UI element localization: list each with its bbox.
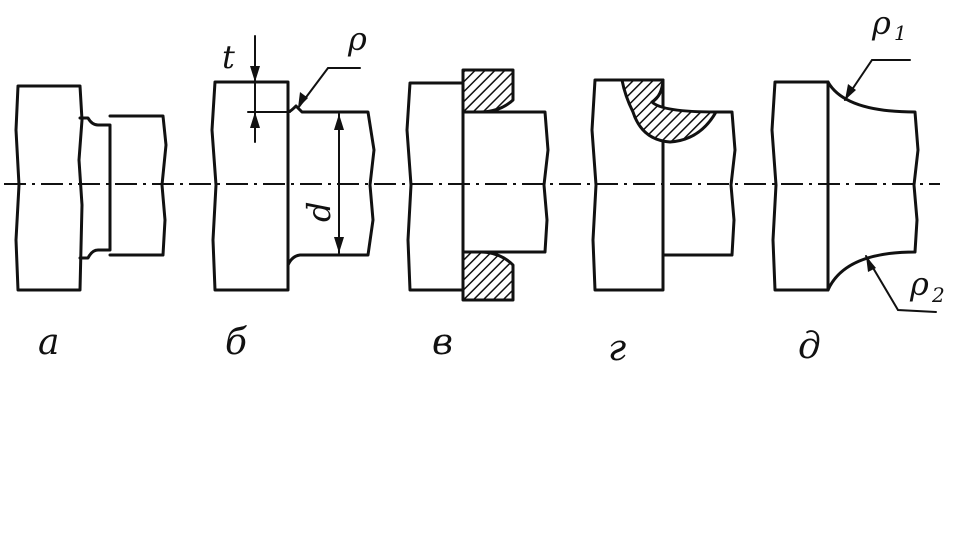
panel-d-rho2-subscript: 2 [931,283,945,307]
panel-b-d-arrow-top [334,114,344,130]
panel-a-groove [78,116,112,260]
panel-b-collar [210,80,290,292]
panel-b-t-arrow-down [250,66,260,82]
panel-d-fillet-shaft [826,80,920,292]
panel-a-shaft [108,114,168,257]
panel-d-rho1-label: ρ [871,4,891,42]
panel-b-caption: б [225,322,248,363]
panel-b-t-arrow-up [250,112,260,128]
panel-g-caption: г [608,328,626,369]
panel-d-rho2-label: ρ [909,265,929,303]
panel-a-caption: а [38,322,59,363]
panel-b-rho-leader [297,67,361,109]
panel-g-shaft [661,110,737,257]
panel-b-rho-arrow [298,92,308,108]
panel-d-caption: д [798,326,821,367]
panel-b-d-arrow-bottom [334,237,344,253]
panel-d: ρ 1 ρ 2 д [770,4,945,367]
panel-v-caption: в [432,322,453,363]
panel-g-undercut-hatch [620,78,718,144]
panel-v-ring-bottom [461,250,515,302]
panel-b: t ρ d б [210,20,376,363]
panel-v: в [405,68,550,363]
panel-b-fillet-shaft [286,104,376,267]
panel-d-rho2-arrow [866,256,876,272]
panel-v-collar [405,81,465,292]
panel-a-collar [14,84,84,292]
panel-d-rho1-leader [844,59,911,101]
panel-b-d-label: d [300,202,338,222]
panel-b-rho-label: ρ [347,20,367,58]
panel-v-ring-top [461,68,515,114]
panel-d-rho1-arrow [845,84,856,100]
panel-d-rho1-subscript: 1 [894,21,907,45]
panel-v-shaft [461,110,550,254]
panel-g: г [590,78,737,369]
panel-b-t-label: t [222,38,235,76]
panel-a: а [14,84,168,363]
panel-d-collar [770,80,830,292]
panel-d-rho2-leader [865,255,937,313]
